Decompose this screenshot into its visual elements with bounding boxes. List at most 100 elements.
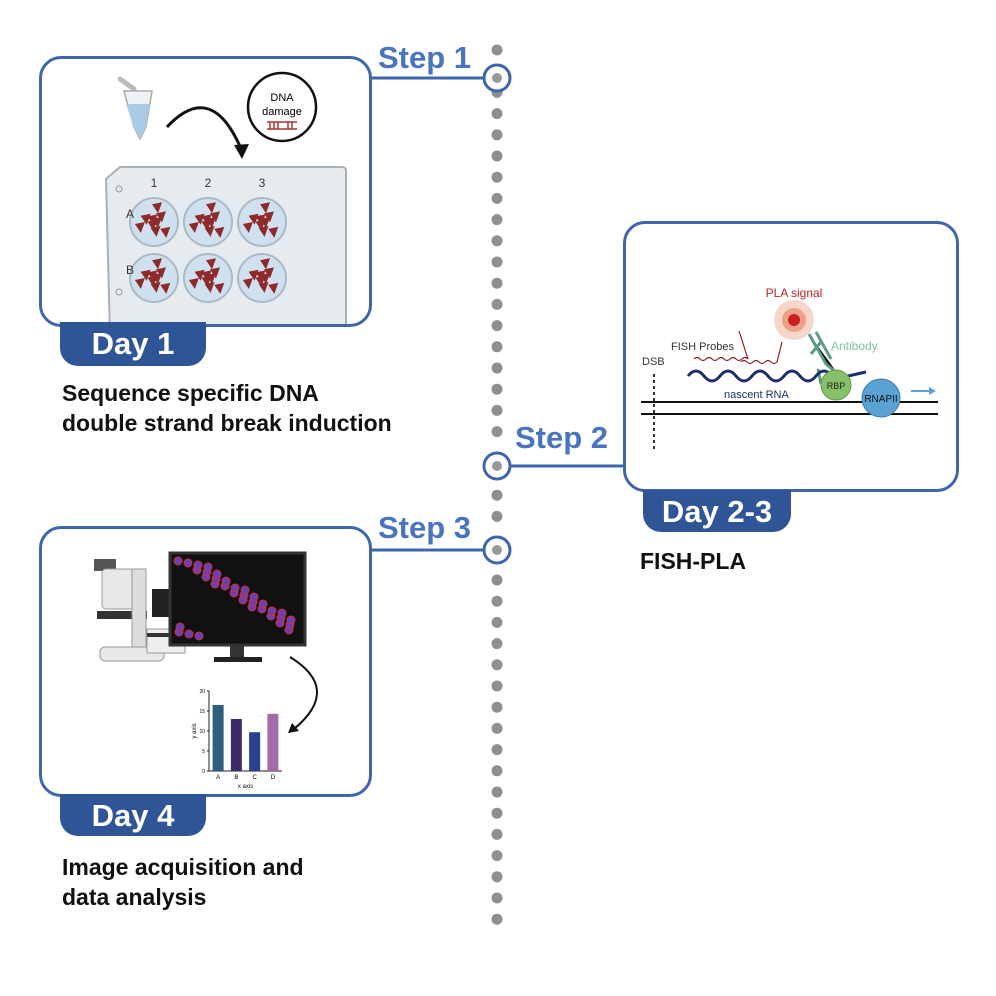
timeline-dot	[491, 362, 503, 374]
cell-icon	[188, 278, 199, 290]
timeline-dot	[491, 786, 503, 798]
cell-icon	[242, 278, 253, 290]
fish-probes-label: FISH Probes	[671, 341, 734, 353]
description-line: data analysis	[62, 884, 207, 910]
step-2-label: Step 2	[515, 420, 609, 455]
timeline-dot	[491, 320, 503, 332]
cell-icon	[203, 562, 213, 572]
timeline-dot	[491, 108, 503, 120]
timeline-dot	[491, 214, 503, 226]
x-tick-label: C	[252, 775, 257, 781]
cell-icon	[160, 226, 171, 238]
timeline-dot	[491, 574, 503, 586]
cell-icon	[147, 275, 158, 287]
timeline-dot	[491, 404, 503, 416]
nascent-rna	[686, 369, 867, 383]
y-tick-label: 15	[199, 709, 205, 715]
timeline-dot	[491, 44, 503, 56]
cell-icon	[140, 269, 151, 281]
rnapii-label: RNAPII	[864, 394, 897, 405]
cell-icon	[212, 569, 222, 579]
timeline-dot	[491, 298, 503, 310]
step-2-description: FISH-PLA	[640, 546, 746, 576]
day-2-3-tab: Day 2-3	[643, 490, 791, 532]
cell-icon	[263, 211, 274, 223]
day-4-tab: Day 4	[60, 794, 206, 836]
cell-icon	[255, 214, 266, 226]
y-tick-label: 5	[202, 749, 205, 755]
fish-probe	[740, 341, 783, 365]
cell-icon	[155, 267, 166, 279]
cell-icon	[248, 269, 259, 281]
description-line: Sequence specific DNA	[62, 380, 319, 406]
cell-icon	[268, 282, 279, 294]
timeline-dot	[491, 680, 503, 692]
step-1-label: Step 1	[378, 40, 472, 75]
cell-icon	[175, 622, 185, 632]
cell-icon	[134, 222, 145, 234]
timeline-dotted-line	[491, 44, 503, 925]
timeline-dot	[491, 722, 503, 734]
step-1-illustration: DNA damage 1 2 3 A B	[104, 71, 347, 337]
column-label: 3	[259, 176, 266, 190]
timeline-dot	[491, 426, 503, 438]
cell-icon	[194, 269, 205, 281]
bar-D	[267, 713, 279, 771]
step-3-label: Step 3	[378, 510, 472, 545]
rbp-label: RBP	[827, 381, 846, 391]
column-label: 2	[205, 176, 212, 190]
timeline-dot	[491, 913, 503, 925]
x-axis-label: x axis	[238, 784, 253, 790]
timeline-dot	[491, 828, 503, 840]
cell-icon	[194, 631, 204, 641]
cell-icon	[201, 275, 212, 287]
y-tick-label: 10	[199, 729, 205, 735]
dna-damage-bubble	[246, 71, 318, 143]
pla-signal-label: PLA signal	[766, 286, 823, 300]
arrow-icon	[289, 656, 318, 730]
cell-icon	[206, 202, 217, 214]
cell-icon	[242, 222, 253, 234]
timeline-dot	[491, 171, 503, 183]
dna-damage-icon	[267, 121, 297, 130]
cell-icon	[263, 267, 274, 279]
dsb-label: DSB	[642, 356, 665, 368]
microscope-icon	[94, 559, 186, 662]
bar-A	[212, 705, 224, 771]
cell-icon	[221, 576, 231, 586]
timeline-dot	[491, 129, 503, 141]
timeline-dot	[491, 701, 503, 713]
cell-icon	[214, 226, 225, 238]
column-label: 1	[151, 176, 158, 190]
cell-icon	[173, 556, 183, 566]
step-1-description: Sequence specific DNA double strand brea…	[62, 378, 392, 438]
cell-icon	[214, 282, 225, 294]
x-tick-label: A	[216, 775, 220, 781]
nascent-rna-label: nascent RNA	[724, 389, 789, 401]
timeline-dot	[491, 235, 503, 247]
description-line: double strand break induction	[62, 410, 392, 436]
cell-icon	[255, 275, 266, 287]
timeline-dot	[491, 871, 503, 883]
timeline-dot	[491, 659, 503, 671]
rbp-icon	[820, 369, 852, 401]
cell-icon	[267, 606, 277, 616]
cell-icon	[134, 278, 145, 290]
timeline-dot	[491, 765, 503, 777]
cell-icon	[155, 211, 166, 223]
cell-icon	[209, 211, 220, 223]
cell-icon	[201, 214, 212, 226]
timeline-dot	[491, 807, 503, 819]
timeline-dot	[491, 850, 503, 862]
timeline-dot	[491, 277, 503, 289]
description-line: Image acquisition and	[62, 854, 304, 880]
cell-icon	[248, 213, 259, 225]
cell-icon	[260, 258, 271, 270]
cell-icon	[147, 214, 158, 226]
timeline-dot	[491, 489, 503, 501]
cell-icon	[230, 583, 240, 593]
row-label: A	[126, 207, 134, 221]
